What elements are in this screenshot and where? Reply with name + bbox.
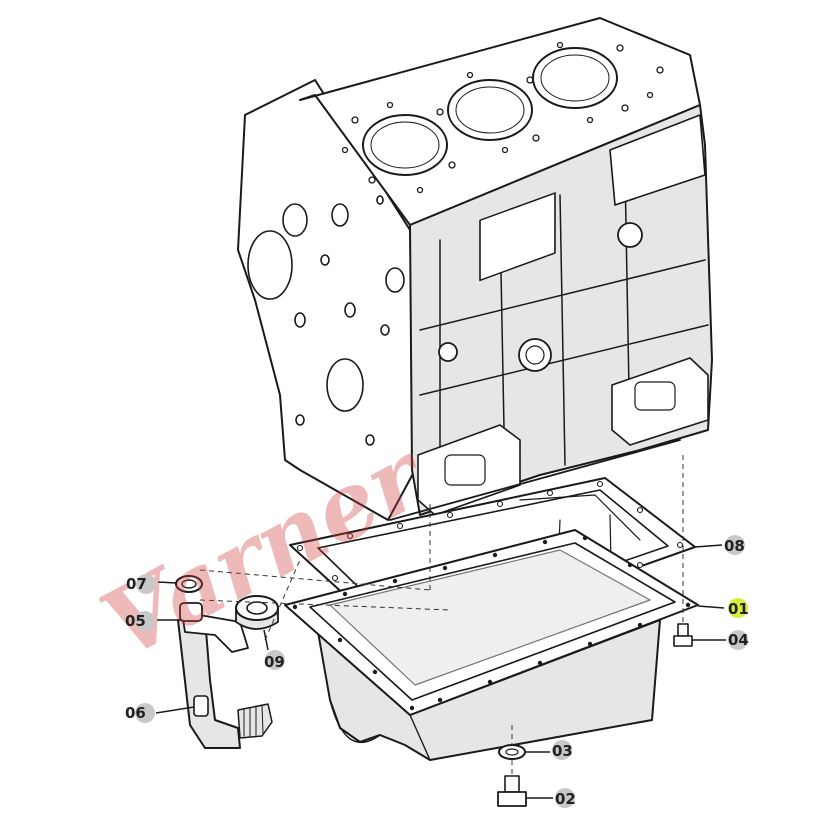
callout-05: 05 bbox=[125, 611, 155, 631]
o-ring bbox=[175, 575, 203, 593]
callout-02: 02 bbox=[555, 788, 576, 808]
engine-block bbox=[237, 17, 713, 521]
spacer-ring bbox=[235, 595, 279, 630]
oil-pan bbox=[284, 494, 699, 761]
callout-06: 06 bbox=[125, 703, 155, 723]
callout-01: 01 bbox=[728, 598, 749, 618]
part-callouts: 07 05 06 09 08 01 04 03 bbox=[125, 535, 749, 808]
part-label-08: 08 bbox=[724, 537, 745, 555]
drain-plug bbox=[497, 775, 527, 807]
part-label-07: 07 bbox=[126, 575, 147, 593]
part-label-03: 03 bbox=[552, 742, 573, 760]
leader-lines bbox=[155, 544, 726, 799]
oil-strainer bbox=[177, 602, 273, 749]
callout-04: 04 bbox=[728, 630, 749, 650]
assembly-guide-lines bbox=[199, 455, 684, 775]
pan-bolt bbox=[673, 623, 693, 647]
callout-03: 03 bbox=[552, 740, 573, 760]
part-label-09: 09 bbox=[264, 653, 285, 671]
drain-washer bbox=[498, 744, 526, 760]
callout-08: 08 bbox=[724, 535, 745, 555]
part-label-01: 01 bbox=[728, 600, 749, 618]
part-label-02: 02 bbox=[555, 790, 576, 808]
part-label-05: 05 bbox=[125, 612, 146, 630]
callout-09: 09 bbox=[264, 650, 285, 671]
callout-07: 07 bbox=[126, 574, 156, 594]
part-label-06: 06 bbox=[125, 704, 146, 722]
part-label-04: 04 bbox=[728, 631, 749, 649]
